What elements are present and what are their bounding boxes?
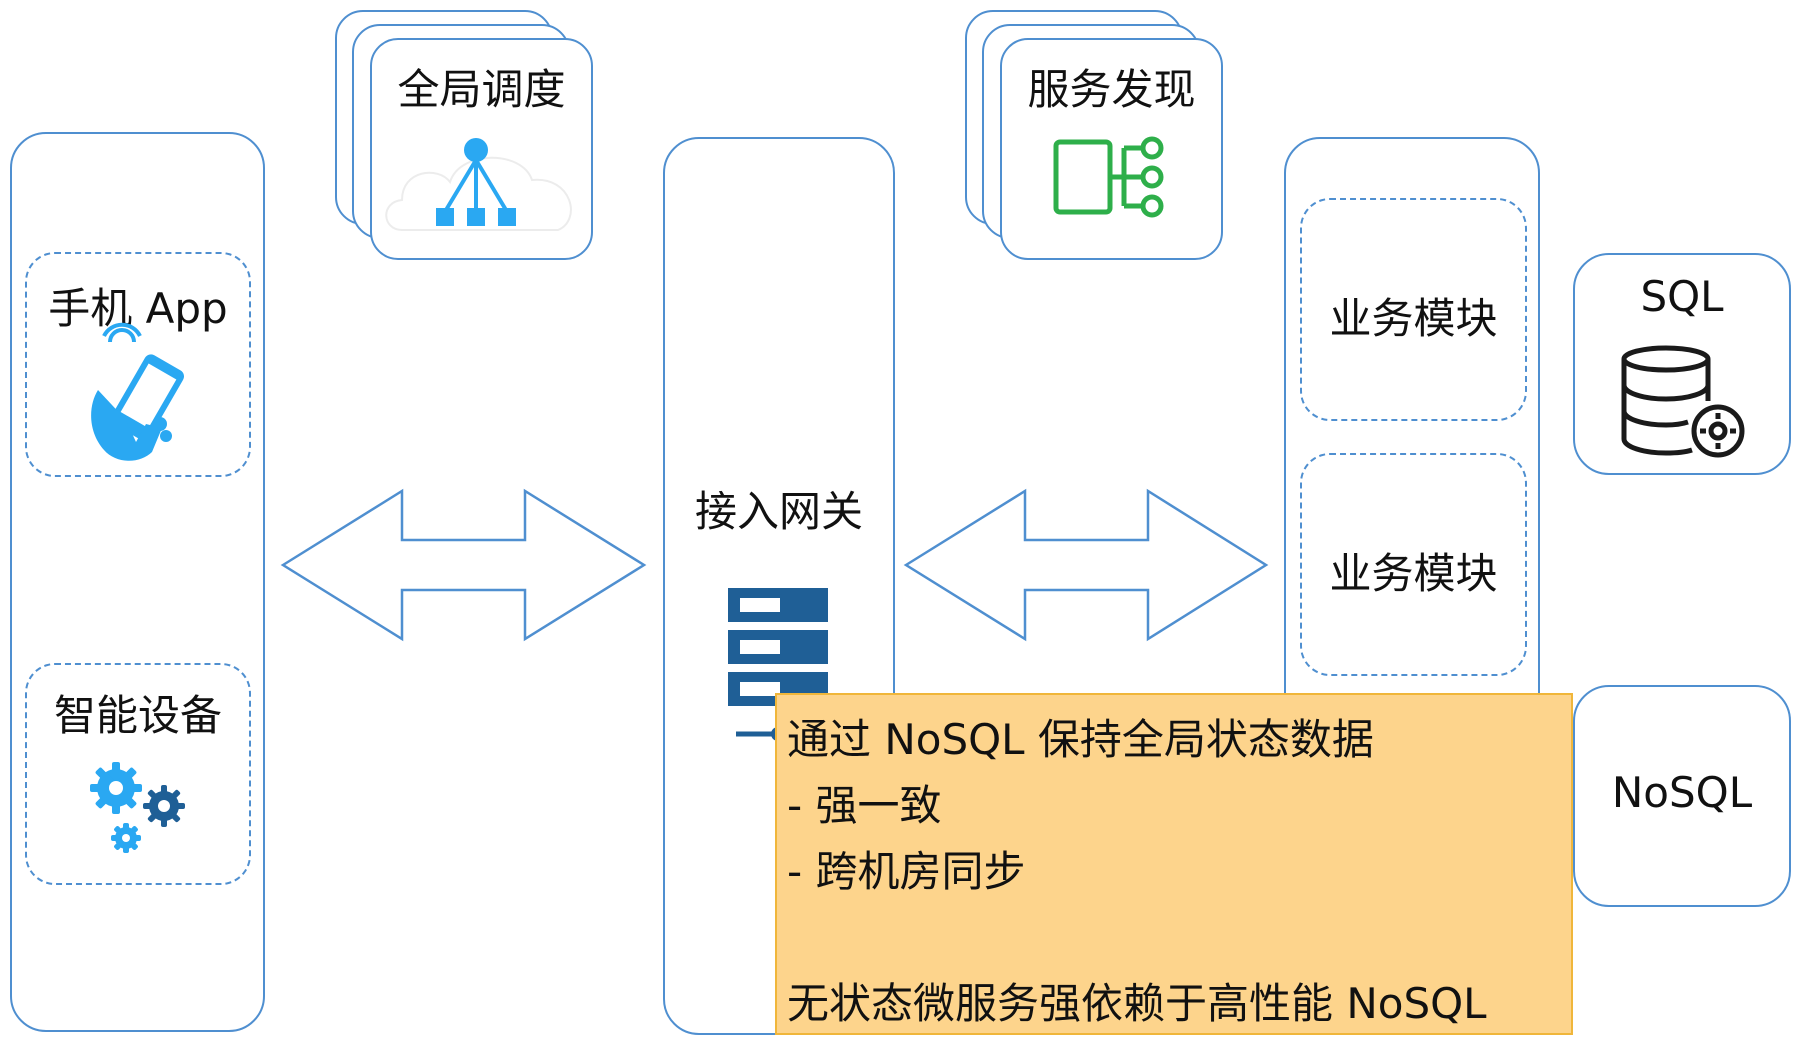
gears-icon	[90, 762, 185, 853]
sql-panel	[1573, 253, 1791, 475]
business-module-2-label: 业务模块	[1329, 549, 1498, 598]
phone-app-label: 手机 App	[48, 284, 228, 333]
service-discovery-label: 服务发现	[1027, 65, 1196, 114]
smart-device-group	[25, 663, 251, 885]
note-line-2: - 强一致	[787, 781, 942, 830]
database-settings-icon	[1621, 345, 1745, 458]
business-module-2	[1300, 453, 1527, 676]
service-discovery-icon	[1053, 136, 1164, 218]
smart-device-label: 智能设备	[53, 691, 222, 740]
business-module-1	[1300, 198, 1527, 421]
note-line-3: - 跨机房同步	[787, 847, 1026, 896]
phone-hand-icon	[91, 322, 184, 461]
nosql-label: NoSQL	[1611, 768, 1753, 817]
global-scheduling-label: 全局调度	[397, 65, 566, 114]
gateway-label: 接入网关	[694, 487, 863, 536]
note-line-1: 通过 NoSQL 保持全局状态数据	[787, 715, 1374, 764]
sql-label: SQL	[1640, 272, 1724, 321]
nosql-state-note: 通过 NoSQL 保持全局状态数据 - 强一致 - 跨机房同步 无状态微服务强依…	[775, 693, 1573, 1035]
note-line-4: 无状态微服务强依赖于高性能 NoSQL	[787, 979, 1487, 1028]
note-spacer	[787, 905, 1571, 971]
nosql-panel	[1573, 685, 1791, 907]
cloud-hierarchy-icon	[385, 138, 572, 231]
business-module-1-label: 业务模块	[1329, 294, 1498, 343]
phone-app-group	[25, 252, 251, 477]
